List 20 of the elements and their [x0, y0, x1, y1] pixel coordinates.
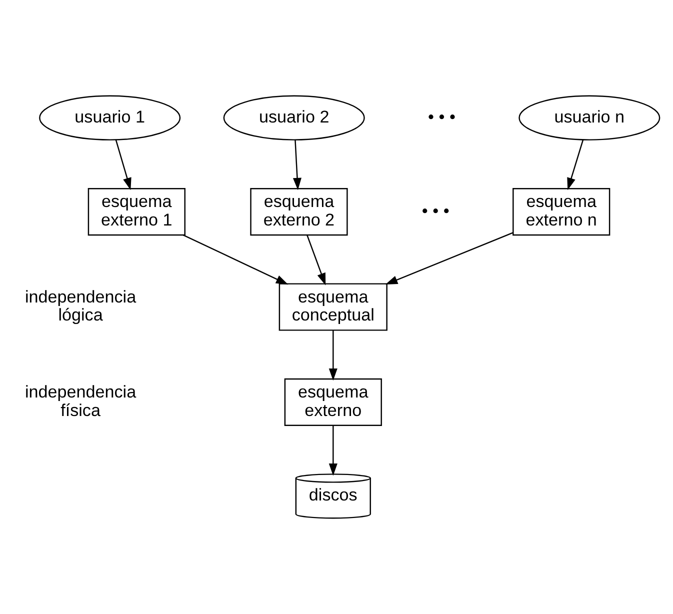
- arrow: [306, 234, 326, 286]
- label: • • •: [428, 107, 456, 126]
- arrow: [385, 232, 514, 285]
- arrow: [182, 234, 288, 285]
- arrow: [328, 426, 338, 476]
- node-box: esquema externo 2: [250, 188, 348, 236]
- label: independencia física: [24, 382, 136, 420]
- arrow: [328, 330, 338, 381]
- node-ellipse: usuario 2: [223, 95, 365, 140]
- node-ellipse: usuario n: [518, 95, 660, 140]
- node-box: esquema conceptual: [278, 283, 388, 331]
- node-ellipse: usuario 1: [39, 95, 181, 140]
- node-box: esquema externo: [284, 378, 382, 426]
- arrow: [115, 140, 132, 190]
- label: • • •: [422, 201, 450, 220]
- label: independencia lógica: [24, 287, 136, 325]
- node-box: esquema externo n: [512, 188, 610, 236]
- node-box: esquema externo 1: [88, 188, 186, 236]
- arrow: [292, 140, 302, 190]
- arrow: [567, 140, 584, 190]
